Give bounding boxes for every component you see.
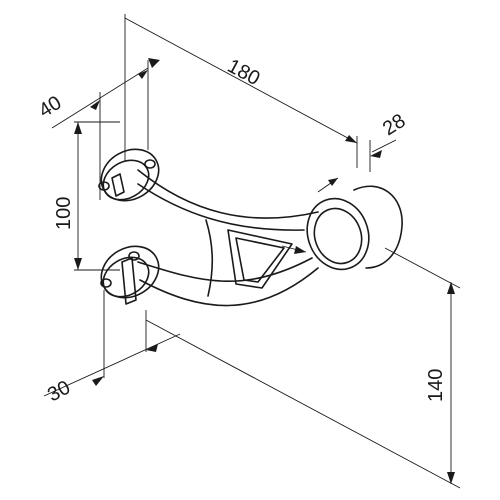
arrow-100-top xyxy=(74,122,82,134)
bracket-part xyxy=(98,148,403,307)
web-cutout-inner xyxy=(235,237,285,283)
arrow-ring-ref xyxy=(328,178,338,186)
arrow-28 xyxy=(370,150,382,158)
arrow-100-bottom xyxy=(74,258,82,270)
upper-flange xyxy=(98,148,160,202)
dim-line-28 xyxy=(371,139,397,153)
arrow-180-right xyxy=(345,135,357,143)
ext-line-140-top xyxy=(384,247,461,289)
label-30: 30 xyxy=(44,377,74,407)
ring-end xyxy=(306,185,403,271)
arrowheads xyxy=(74,58,455,484)
dim-line-40 xyxy=(51,67,149,129)
upper-arm-top xyxy=(137,169,319,219)
arrow-30-right xyxy=(146,344,158,352)
ext-line-140-bottom xyxy=(145,319,461,489)
label-140: 140 xyxy=(425,369,447,402)
arrow-40-left xyxy=(90,100,100,110)
label-28: 28 xyxy=(379,110,410,140)
arrow-140-bottom xyxy=(447,472,455,484)
arrow-40-right xyxy=(138,70,148,79)
label-180: 180 xyxy=(224,55,264,90)
web-cutout xyxy=(227,229,293,289)
arrow-140-top xyxy=(447,282,455,294)
upper-arm-bottom xyxy=(137,183,305,231)
ring-back xyxy=(353,185,403,269)
arrow-arm-ref xyxy=(294,246,306,254)
arrow-180-left xyxy=(148,58,160,68)
lower-flange xyxy=(100,245,160,305)
dim-line-180 xyxy=(124,17,358,144)
label-100: 100 xyxy=(53,197,75,230)
lower-arm-bottom xyxy=(139,267,319,307)
web-left xyxy=(205,219,214,297)
arrow-30-left xyxy=(92,376,104,386)
label-40: 40 xyxy=(35,92,66,122)
lower-arm-top xyxy=(137,257,313,282)
